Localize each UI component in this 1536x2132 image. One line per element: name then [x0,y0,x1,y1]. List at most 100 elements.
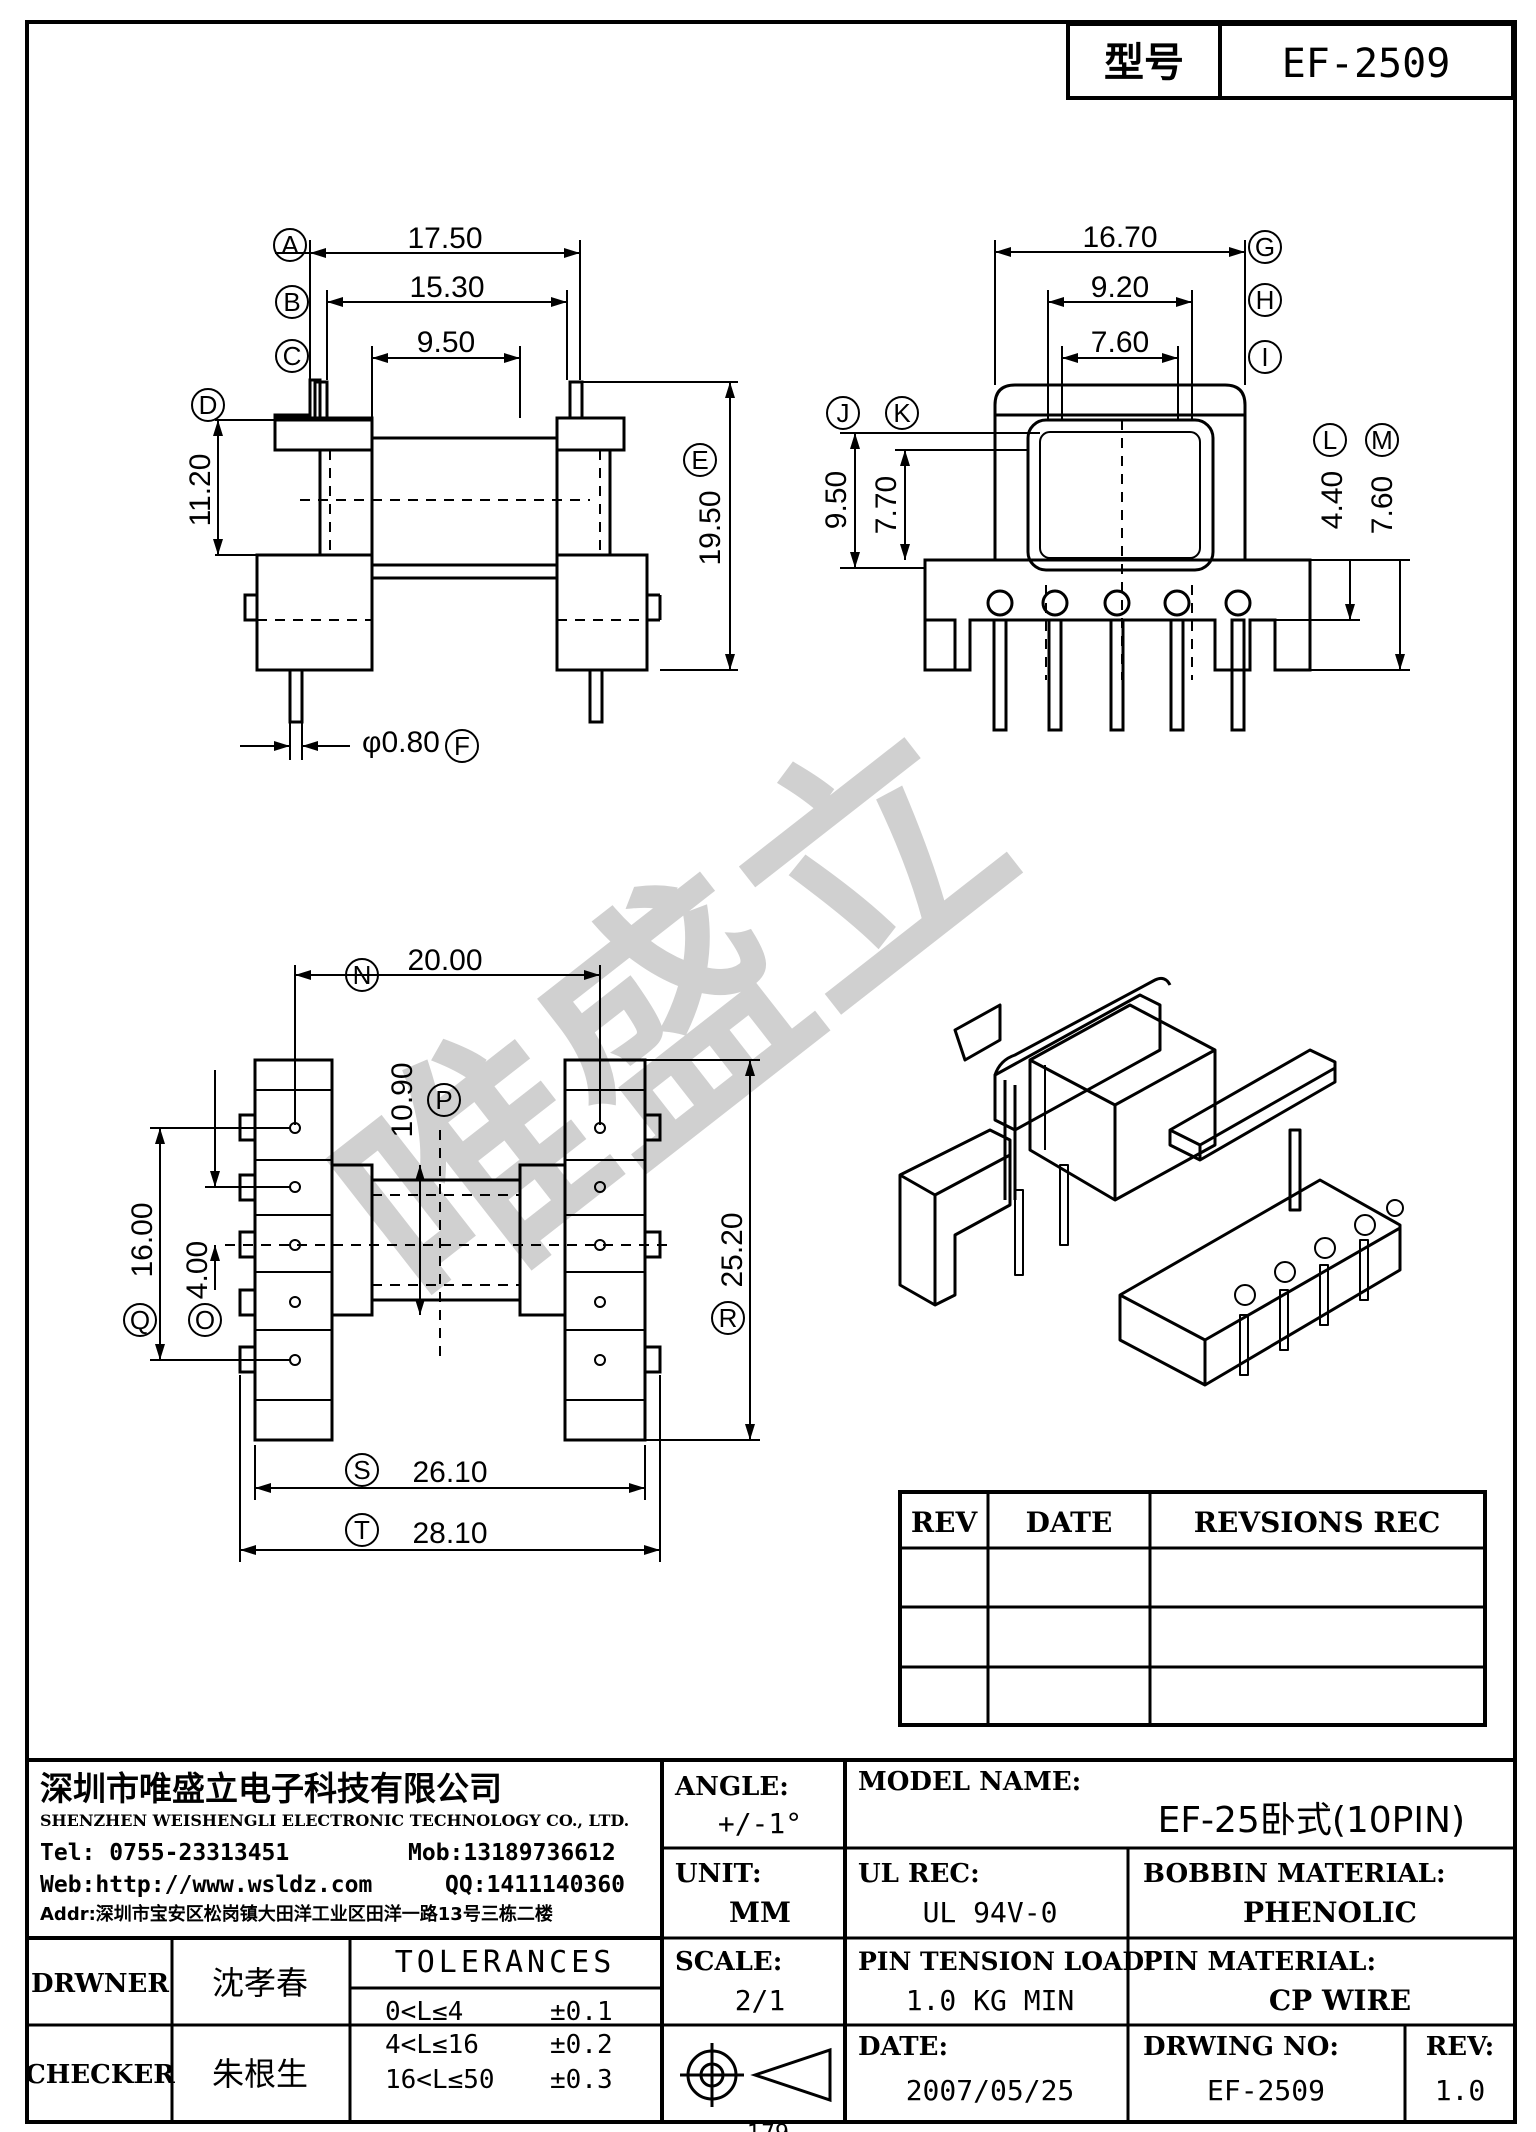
drawing-no-value: EF-2509 [1207,2074,1325,2107]
ul-rec-label: UL REC: [858,1859,980,1889]
rev-header-rec: REVSIONS REC [1194,1506,1441,1539]
bottom-letters [123,958,745,1547]
letter-Q: Q [130,1305,150,1335]
dim-Q-value: 16.00 [126,1202,159,1277]
dim-J-value: 9.50 [820,471,853,529]
dim-R-value: 25.20 [716,1212,749,1287]
drawer-value: 沈孝春 [212,1964,308,2002]
page-number: 179 [747,2121,789,2132]
model-name-value: EF-25卧式(10PIN) [1158,1800,1465,1841]
checker-value: 朱根生 [212,2055,308,2093]
model-name-label: MODEL NAME: [858,1767,1081,1797]
pin-bumps [986,589,1252,617]
letter-L: L [1323,425,1337,455]
dim-D-value: 11.20 [184,454,217,527]
company-name-en: SHENZHEN WEISHENGLI ELECTRONIC TECHNOLOG… [40,1811,629,1830]
letter-D: D [199,390,218,420]
letter-B: B [283,287,300,317]
bobbin-material-label: BOBBIN MATERIAL: [1143,1859,1446,1889]
title-block-text: 深圳市唯盛立电子科技有限公司 SHENZHEN WEISHENGLI ELECT… [25,1767,1494,2107]
top-right-view [840,240,1410,732]
watermark-text: 唯盛立 [289,674,1059,1365]
letter-H: H [1256,285,1275,315]
right-post [568,380,584,420]
unit-value: MM [729,1896,791,1929]
dim-P-value: 10.90 [386,1062,419,1137]
revision-table: REV DATE REVSIONS REC [898,1490,1487,1727]
title-block [27,1758,1515,2122]
drawer-label: DRWNER [31,1969,169,1999]
bottom-view [150,965,760,1562]
drawing-no-label: DRWING NO: [1143,2032,1339,2062]
left-flange [243,378,374,672]
bottom-dim-text: 20.00 10.90 16.00 4.00 25.20 26.10 28.10 [126,944,749,1550]
dim-K-value: 7.70 [870,476,903,534]
isometric-view [898,976,1404,1387]
left-post [313,380,329,420]
letter-A: A [281,230,299,260]
unit-label: UNIT: [675,1859,762,1889]
letter-E: E [691,445,708,475]
dim-E-value: 19.50 [694,490,727,565]
top-left-view [213,240,738,760]
type-label: 型号 [1104,40,1184,86]
model-number: EF-2509 [1282,41,1451,87]
left-foot [255,553,374,672]
company-name-cn: 深圳市唯盛立电子科技有限公司 [40,1769,502,1808]
company-tel: Tel: 0755-23313451 [40,1840,289,1866]
dim-F-value: φ0.80 [362,726,440,759]
left-flange-top [273,416,374,452]
rev-label: REV: [1426,2032,1495,2062]
dim-I-value: 7.60 [1091,326,1149,359]
company-web: Web:http://www.wsldz.com [40,1872,372,1898]
pins [992,618,1246,732]
dim-O-value: 4.00 [181,1241,214,1299]
dim-A-value: 17.50 [407,222,482,255]
letter-N: N [353,960,372,990]
rev-value: 1.0 [1435,2074,1486,2107]
tolerance-value-3: ±0.3 [550,2065,613,2095]
letter-F: F [454,731,470,761]
tolerances-title: TOLERANCES [395,1945,616,1980]
left-pin [288,668,304,724]
tolerance-value-1: ±0.1 [550,1997,613,2027]
watermark: 唯盛立 [289,674,1059,1365]
ul-rec-value: UL 94V-0 [923,1896,1058,1929]
top-left-letter-text: A B C D E F [199,230,709,761]
letter-I: I [1261,342,1268,372]
header-box: 型号 EF-2509 [1066,22,1515,100]
bobbin-material-value: PHENOLIC [1243,1896,1417,1929]
right-foot [555,553,649,672]
dim-B-value: 15.30 [409,271,484,304]
letter-K: K [893,398,911,428]
letter-C: C [283,341,302,371]
angle-label: ANGLE: [674,1772,789,1802]
tolerance-value-2: ±0.2 [550,2030,613,2060]
letter-G: G [1255,232,1275,262]
angle-value: +/-1° [718,1807,802,1840]
sheet-border [25,20,1517,2124]
dim-M-value: 7.60 [1366,476,1399,534]
pin-material-value: CP WIRE [1269,1984,1411,2017]
right-pin [588,668,604,724]
tolerance-range-1: 0<L≤4 [385,1997,463,2027]
letter-T: T [354,1515,370,1545]
letter-S: S [353,1455,370,1485]
pin-tension-label: PIN TENSION LOAD: [858,1947,1153,1976]
letter-J: J [837,398,850,428]
pin-tension-value: 1.0 KG MIN [906,1984,1075,2017]
right-flange-top [555,416,626,452]
date-value: 2007/05/25 [906,2074,1075,2107]
letter-O: O [195,1305,215,1335]
projection-symbol [680,2043,832,2107]
top-left-letters [191,228,717,763]
top-right-letters [826,230,1399,457]
dim-T-value: 28.10 [412,1517,487,1550]
company-qq: QQ:1411140360 [445,1872,625,1898]
date-label: DATE: [858,2032,948,2062]
base-body [923,558,1312,672]
bottom-letter-text: N P Q O R S T [130,960,738,1545]
dim-G-value: 16.70 [1082,221,1157,254]
checker-label: CHECKER [25,2060,175,2090]
